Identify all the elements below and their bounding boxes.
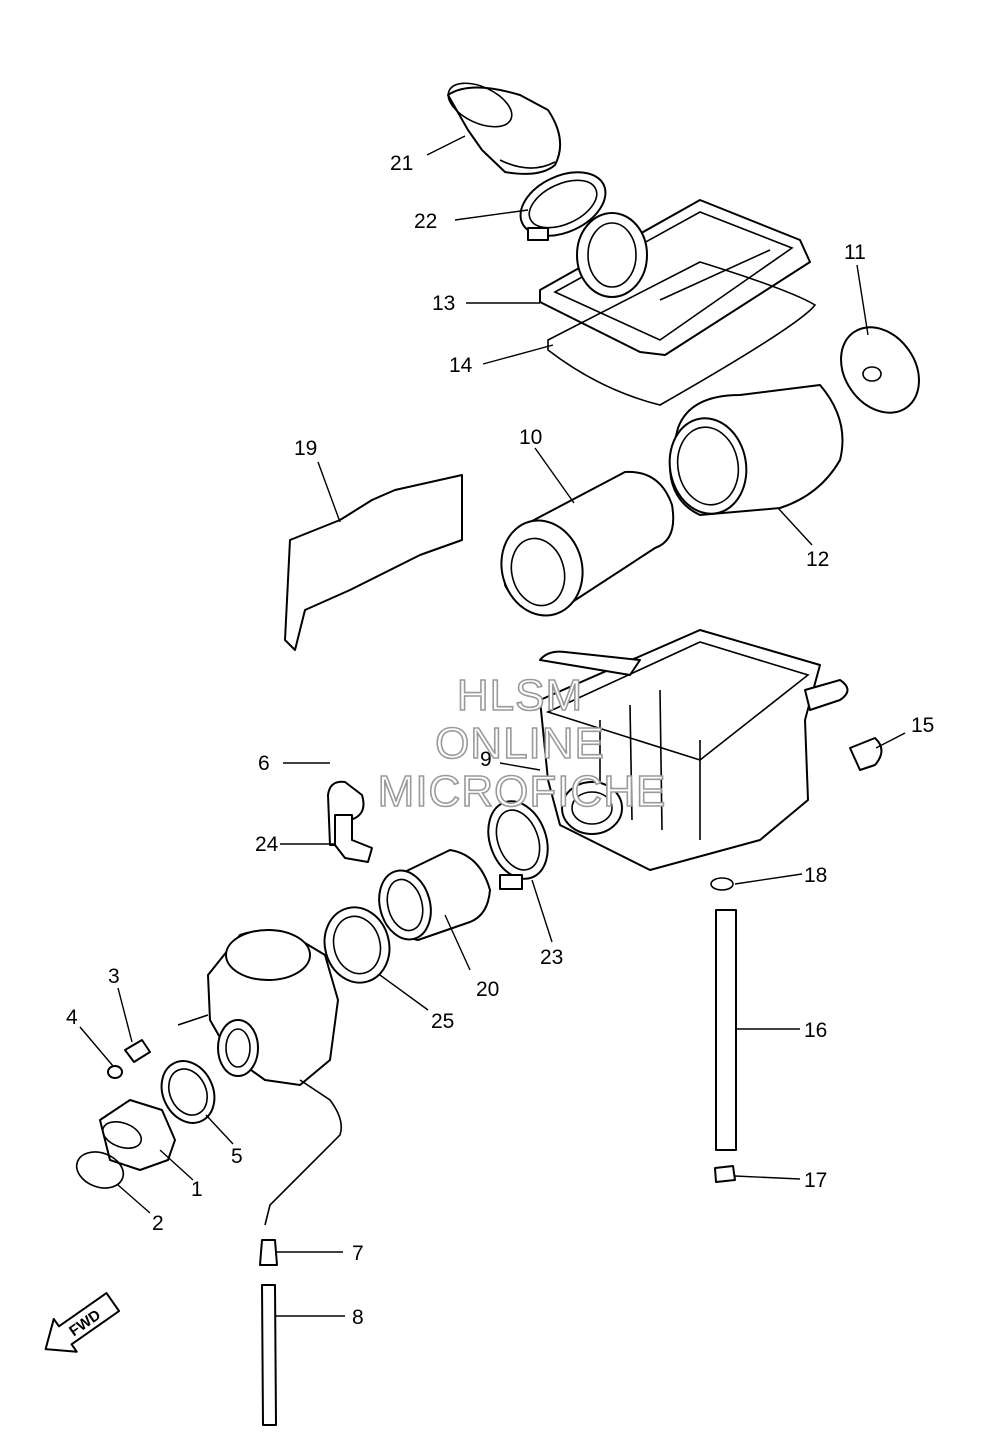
end-cap-part bbox=[840, 326, 920, 414]
callout-2: 2 bbox=[152, 1212, 164, 1235]
watermark: HLSM ONLINE MICROFICHE bbox=[377, 670, 667, 817]
callout-5: 5 bbox=[231, 1145, 243, 1168]
bolt-part bbox=[124, 1039, 151, 1063]
clamp-23-part bbox=[487, 800, 549, 890]
callout-8: 8 bbox=[352, 1306, 364, 1329]
callout-3: 3 bbox=[108, 965, 120, 988]
callout-11: 11 bbox=[844, 241, 866, 264]
cover-gasket-part bbox=[547, 261, 817, 406]
callout-22: 22 bbox=[414, 210, 437, 233]
drain-pipe-part bbox=[715, 909, 737, 1151]
callout-25: 25 bbox=[431, 1010, 454, 1033]
breather-joint-part bbox=[334, 814, 373, 863]
clip-part bbox=[849, 737, 883, 771]
clamp-25-part bbox=[323, 906, 391, 984]
o-ring-part bbox=[75, 1151, 125, 1189]
airbox-case-part bbox=[539, 629, 849, 871]
clamp-5-part bbox=[160, 1060, 216, 1124]
callout-16: 16 bbox=[804, 1019, 827, 1042]
callout-12: 12 bbox=[806, 548, 829, 571]
callout-4: 4 bbox=[66, 1006, 78, 1029]
callout-15: 15 bbox=[911, 714, 934, 737]
callout-13: 13 bbox=[432, 292, 455, 315]
callout-21: 21 bbox=[390, 152, 413, 175]
pipe-cap-part bbox=[714, 1165, 736, 1183]
hose-clip-part bbox=[710, 877, 734, 891]
washer-part bbox=[107, 1065, 123, 1079]
callout-14: 14 bbox=[449, 354, 473, 377]
heat-shield-part bbox=[284, 474, 463, 651]
watermark-line-3: MICROFICHE bbox=[378, 767, 667, 816]
callout-20: 20 bbox=[476, 978, 499, 1001]
leader-lines bbox=[79, 135, 906, 1317]
callout-17: 17 bbox=[804, 1169, 827, 1192]
airbox-cover-part bbox=[539, 199, 811, 356]
watermark-line-1: HLSM bbox=[457, 671, 583, 720]
callout-1: 1 bbox=[191, 1178, 203, 1201]
filter-guide-part bbox=[500, 470, 675, 617]
callout-19: 19 bbox=[294, 437, 317, 460]
callout-10: 10 bbox=[519, 426, 542, 449]
callout-18: 18 bbox=[804, 864, 827, 887]
filter-element-part bbox=[668, 384, 844, 516]
forward-arrow-icon: FWD bbox=[44, 1292, 121, 1353]
callout-6: 6 bbox=[258, 752, 270, 775]
carb-joint-part bbox=[99, 1099, 176, 1171]
callout-24: 24 bbox=[255, 833, 279, 856]
clamp-22-part bbox=[519, 171, 607, 241]
intake-duct-part bbox=[447, 82, 562, 175]
intake-joint-part bbox=[378, 849, 491, 941]
callout-9: 9 bbox=[480, 748, 492, 771]
plug-part bbox=[259, 1239, 278, 1266]
drain-hose-part bbox=[261, 1284, 277, 1426]
watermark-line-2: ONLINE bbox=[435, 719, 605, 768]
callout-23: 23 bbox=[540, 946, 563, 969]
callout-7: 7 bbox=[352, 1242, 364, 1265]
carburetor-part bbox=[177, 929, 343, 1226]
